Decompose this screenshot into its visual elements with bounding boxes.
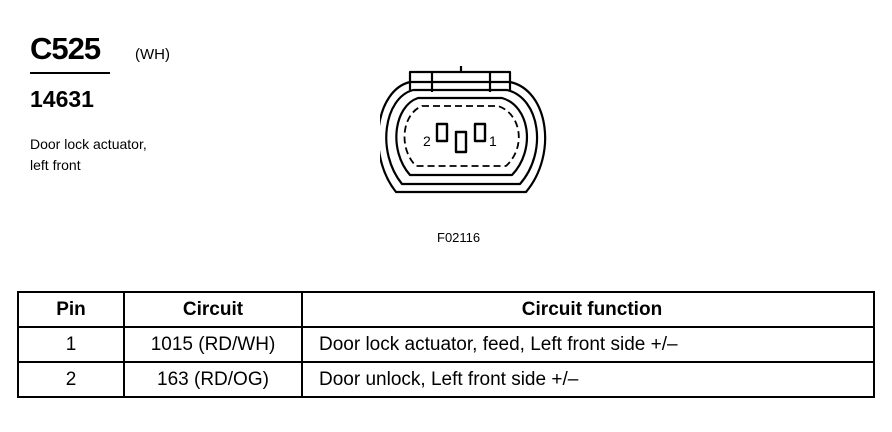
housing-seal-dashed xyxy=(403,105,520,167)
connector-id: C525 xyxy=(30,31,101,66)
cell-pin: 2 xyxy=(17,361,125,398)
header-circuit-function: Circuit function xyxy=(301,291,875,328)
connector-face-drawing: 2 1 xyxy=(380,66,547,194)
connector-description: Door lock actuator, left front xyxy=(30,134,230,176)
description-line-2: left front xyxy=(30,157,81,173)
header-circuit: Circuit xyxy=(123,291,303,328)
figure-reference: F02116 xyxy=(437,230,481,245)
table-header-row: Pin Circuit Circuit function xyxy=(17,291,875,328)
cell-circuit-function: Door unlock, Left front side +/– xyxy=(301,361,875,398)
housing-ring-2 xyxy=(385,88,539,186)
pin-label-1: 1 xyxy=(489,133,497,149)
pinout-table: Pin Circuit Circuit function 1 1015 (RD/… xyxy=(17,291,875,398)
pin-label-2: 2 xyxy=(423,133,431,149)
cell-circuit: 1015 (RD/WH) xyxy=(123,326,303,363)
terminal-cavity-center xyxy=(454,130,468,154)
connector-color-code: (WH) xyxy=(135,46,170,63)
part-number: 14631 xyxy=(30,86,94,112)
cell-circuit-function: Door lock actuator, feed, Left front sid… xyxy=(301,326,875,363)
description-line-1: Door lock actuator, xyxy=(30,136,147,152)
housing-ring-3 xyxy=(395,96,528,177)
housing-outer xyxy=(380,80,547,194)
terminal-cavity-2 xyxy=(435,122,449,143)
cell-circuit: 163 (RD/OG) xyxy=(123,361,303,398)
table-row: 2 163 (RD/OG) Door unlock, Left front si… xyxy=(17,361,875,398)
cell-pin: 1 xyxy=(17,326,125,363)
header-pin: Pin xyxy=(17,291,125,328)
connector-id-underline xyxy=(30,72,110,74)
terminal-cavity-1 xyxy=(473,122,487,143)
table-row: 1 1015 (RD/WH) Door lock actuator, feed,… xyxy=(17,326,875,363)
